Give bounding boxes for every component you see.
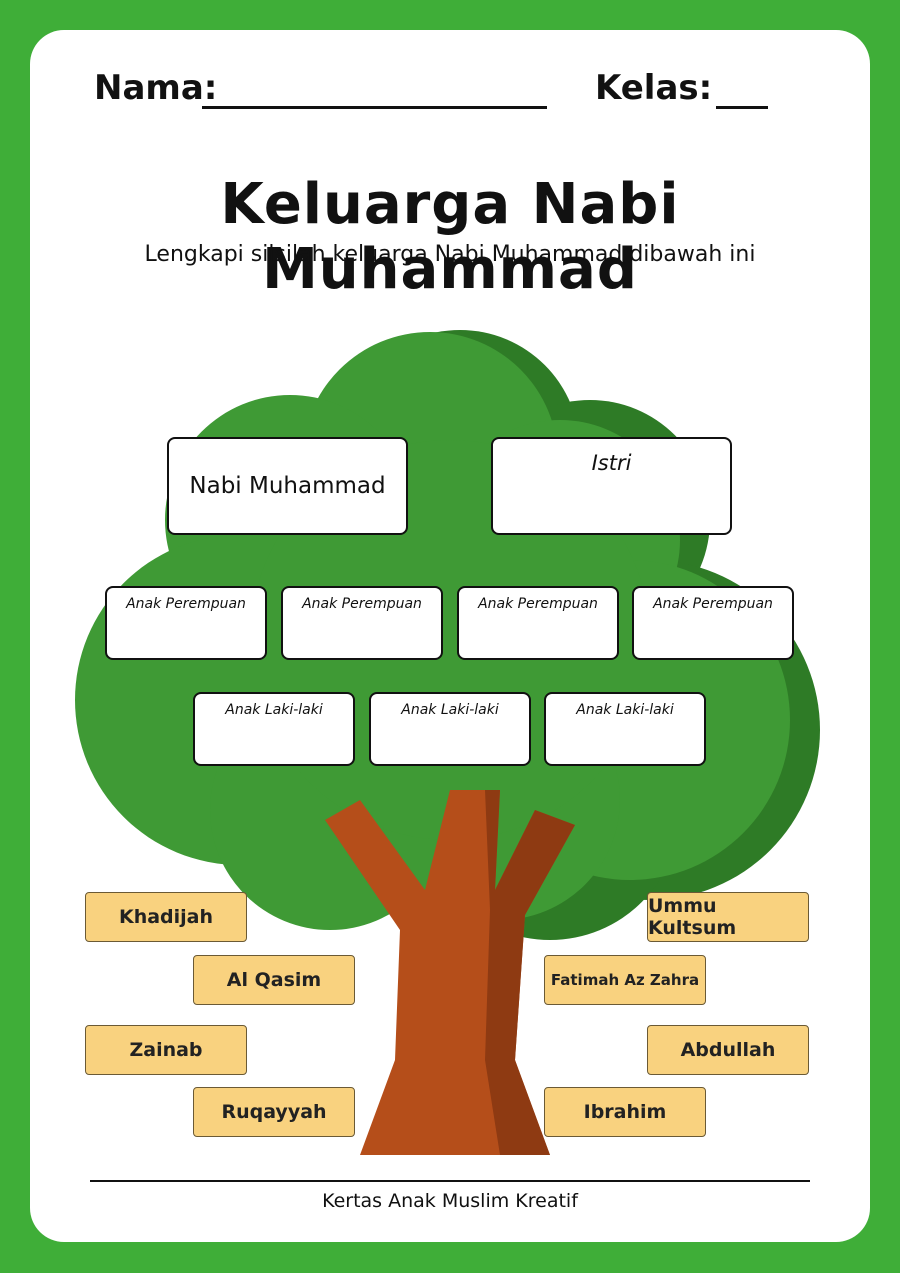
son-box-1[interactable]: Anak Laki-laki [193,692,355,766]
name-chip-abdullah[interactable]: Abdullah [647,1025,809,1075]
name-blank-line[interactable] [202,106,547,109]
name-chip-ummu-kultsum[interactable]: Ummu Kultsum [647,892,809,942]
name-chip-ruqayyah[interactable]: Ruqayyah [193,1087,355,1137]
page-title: Keluarga Nabi Muhammad [220,172,680,302]
daughter-label: Anak Perempuan [653,596,773,612]
daughter-label: Anak Perempuan [478,596,598,612]
daughter-box-4[interactable]: Anak Perempuan [632,586,794,660]
daughter-box-1[interactable]: Anak Perempuan [105,586,267,660]
daughter-label: Anak Perempuan [126,596,246,612]
name-chip-khadijah[interactable]: Khadijah [85,892,247,942]
name-chip-al-qasim[interactable]: Al Qasim [193,955,355,1005]
daughter-box-2[interactable]: Anak Perempuan [281,586,443,660]
name-chip-fatimah-az-zahra[interactable]: Fatimah Az Zahra [544,955,706,1005]
footer-text: Kertas Anak Muslim Kreatif [322,1190,578,1212]
tree-trunk [325,790,575,1155]
name-chip-zainab[interactable]: Zainab [85,1025,247,1075]
name-chip-ibrahim[interactable]: Ibrahim [544,1087,706,1137]
son-label: Anak Laki-laki [576,702,674,718]
footer-divider [90,1180,810,1182]
page-subtitle: Lengkapi silsilah keluarga Nabi Muhammad… [144,242,756,267]
wife-label: Istri [591,451,632,475]
son-label: Anak Laki-laki [225,702,323,718]
son-label: Anak Laki-laki [401,702,499,718]
daughter-box-3[interactable]: Anak Perempuan [457,586,619,660]
son-box-3[interactable]: Anak Laki-laki [544,692,706,766]
prophet-label: Nabi Muhammad [189,473,386,499]
son-box-2[interactable]: Anak Laki-laki [369,692,531,766]
wife-box[interactable]: Istri [491,437,732,535]
class-label: Kelas: [595,68,713,108]
name-label: Nama: [94,68,218,108]
class-blank-line[interactable] [716,106,768,109]
prophet-box[interactable]: Nabi Muhammad [167,437,408,535]
worksheet-page: Nama: Kelas: Keluarga Nabi Muhammad Leng… [30,30,870,1242]
daughter-label: Anak Perempuan [302,596,422,612]
